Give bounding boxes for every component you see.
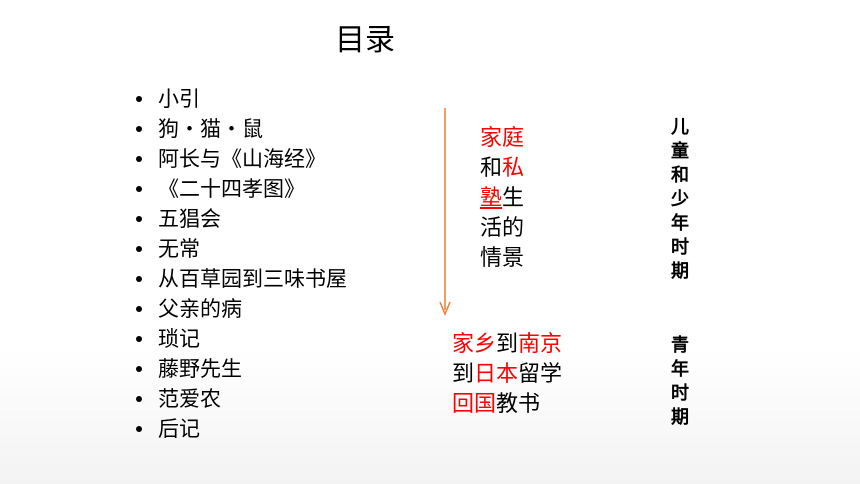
period-char: 期 xyxy=(671,261,689,282)
bullet-icon xyxy=(136,156,142,162)
toc-item-label: 《二十四孝图》 xyxy=(158,177,305,201)
highlight-text: 塾 xyxy=(480,186,503,211)
bullet-icon xyxy=(136,216,142,222)
plain-text: 生 xyxy=(502,186,525,211)
description-line: 家庭 xyxy=(480,124,524,154)
period-char: 少 xyxy=(671,189,689,210)
toc-item-label: 后记 xyxy=(158,417,200,441)
description-line: 家乡到南京 xyxy=(452,330,562,360)
plain-text: 活的 xyxy=(480,216,525,241)
period-char: 年 xyxy=(671,359,689,380)
plain-text: 教书 xyxy=(496,392,541,417)
description-line: 情景 xyxy=(480,244,524,274)
period-char: 年 xyxy=(671,213,689,234)
period-char: 童 xyxy=(671,141,689,162)
childhood-description: 家庭 和私 塾生 活的 情景 xyxy=(480,124,524,274)
toc-item-label: 从百草园到三味书屋 xyxy=(158,267,347,291)
description-line: 回国教书 xyxy=(452,390,562,420)
plain-text: 到 xyxy=(452,362,475,387)
toc-item: 无常 xyxy=(132,234,347,264)
highlight-text: 南京 xyxy=(518,332,563,357)
down-arrow-icon xyxy=(439,108,451,316)
highlight-text: 家庭 xyxy=(480,126,525,151)
toc-item: 范爱农 xyxy=(132,384,347,414)
toc-list: 小引 狗・猫・鼠 阿长与《山海经》 《二十四孝图》 五猖会 无常 从百草园到三味… xyxy=(132,84,347,444)
toc-item: 琐记 xyxy=(132,324,347,354)
toc-item-label: 琐记 xyxy=(158,327,200,351)
bullet-icon xyxy=(136,276,142,282)
toc-item: 藤野先生 xyxy=(132,354,347,384)
toc-item-label: 五猖会 xyxy=(158,207,221,231)
period-char: 时 xyxy=(671,383,689,404)
description-line: 活的 xyxy=(480,214,524,244)
toc-item: 从百草园到三味书屋 xyxy=(132,264,347,294)
toc-item: 小引 xyxy=(132,84,347,114)
highlight-text: 私 xyxy=(502,156,525,181)
plain-text: 和 xyxy=(480,156,503,181)
period-char: 和 xyxy=(671,165,689,186)
toc-item-label: 阿长与《山海经》 xyxy=(158,147,326,171)
toc-item: 父亲的病 xyxy=(132,294,347,324)
description-line: 到日本留学 xyxy=(452,360,562,390)
bullet-icon xyxy=(136,186,142,192)
toc-item: 五猖会 xyxy=(132,204,347,234)
bullet-icon xyxy=(136,396,142,402)
toc-item: 《二十四孝图》 xyxy=(132,174,347,204)
youth-period-label: 青 年 时 期 xyxy=(668,334,692,430)
toc-item-label: 范爱农 xyxy=(158,387,221,411)
highlight-text: 家乡 xyxy=(452,332,497,357)
toc-item: 后记 xyxy=(132,414,347,444)
childhood-period-label: 儿 童 和 少 年 时 期 xyxy=(668,116,692,284)
period-char: 青 xyxy=(671,335,689,356)
toc-item-label: 小引 xyxy=(158,87,200,111)
bullet-icon xyxy=(136,306,142,312)
bullet-icon xyxy=(136,426,142,432)
toc-item-label: 父亲的病 xyxy=(158,297,242,321)
plain-text: 留学 xyxy=(518,362,563,387)
description-line: 塾生 xyxy=(480,184,524,214)
bullet-icon xyxy=(136,126,142,132)
bullet-icon xyxy=(136,366,142,372)
plain-text: 到 xyxy=(496,332,519,357)
period-char: 期 xyxy=(671,407,689,428)
period-char: 儿 xyxy=(671,117,689,138)
toc-item-label: 无常 xyxy=(158,237,200,261)
bullet-icon xyxy=(136,96,142,102)
bullet-icon xyxy=(136,246,142,252)
toc-item-label: 藤野先生 xyxy=(158,357,242,381)
toc-item: 狗・猫・鼠 xyxy=(132,114,347,144)
toc-item-label: 狗・猫・鼠 xyxy=(158,117,263,141)
slide-title: 目录 xyxy=(335,23,395,58)
plain-text: 情景 xyxy=(480,246,525,271)
period-char: 时 xyxy=(671,237,689,258)
toc-item: 阿长与《山海经》 xyxy=(132,144,347,174)
description-line: 和私 xyxy=(480,154,524,184)
highlight-text: 回国 xyxy=(452,392,497,417)
highlight-text: 日本 xyxy=(474,362,519,387)
bullet-icon xyxy=(136,336,142,342)
youth-description: 家乡到南京 到日本留学 回国教书 xyxy=(452,330,562,420)
